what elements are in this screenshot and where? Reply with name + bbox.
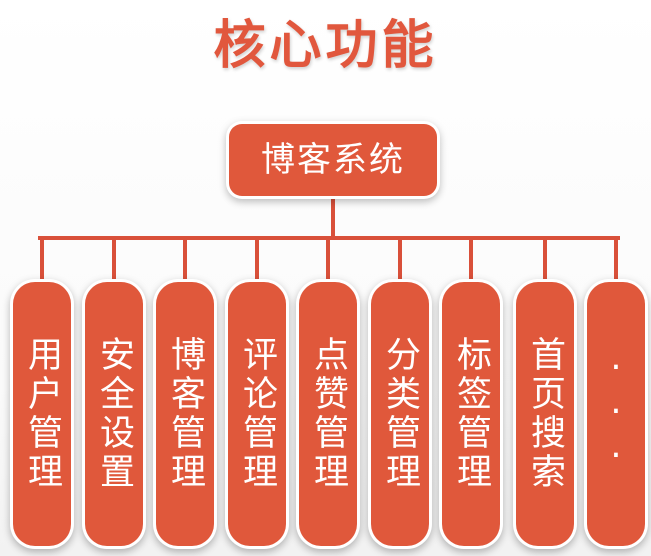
- module-label: 分类管理: [380, 336, 420, 492]
- module-security-settings: 安全设置: [85, 282, 143, 546]
- module-label: 首页搜索: [525, 336, 565, 492]
- module-comment-management: 评论管理: [228, 282, 286, 546]
- module-label: 标签管理: [451, 336, 491, 492]
- module-user-management: 用户管理: [13, 282, 71, 546]
- module-label: ···: [596, 348, 636, 480]
- module-label: 用户管理: [22, 336, 62, 492]
- module-category-management: 分类管理: [371, 282, 429, 546]
- module-label: 安全设置: [94, 336, 134, 492]
- page-title: 核心功能: [213, 16, 438, 76]
- module-label: 博客管理: [165, 336, 205, 492]
- module-homepage-search: 首页搜索: [516, 282, 574, 546]
- module-blog-management: 博客管理: [156, 282, 214, 546]
- module-more-ellipsis: ···: [587, 282, 645, 546]
- module-like-management: 点赞管理: [299, 282, 357, 546]
- module-label: 点赞管理: [308, 336, 348, 492]
- module-tag-management: 标签管理: [442, 282, 500, 546]
- root-node-blog-system: 博客系统: [229, 124, 437, 196]
- module-label: 评论管理: [237, 336, 277, 492]
